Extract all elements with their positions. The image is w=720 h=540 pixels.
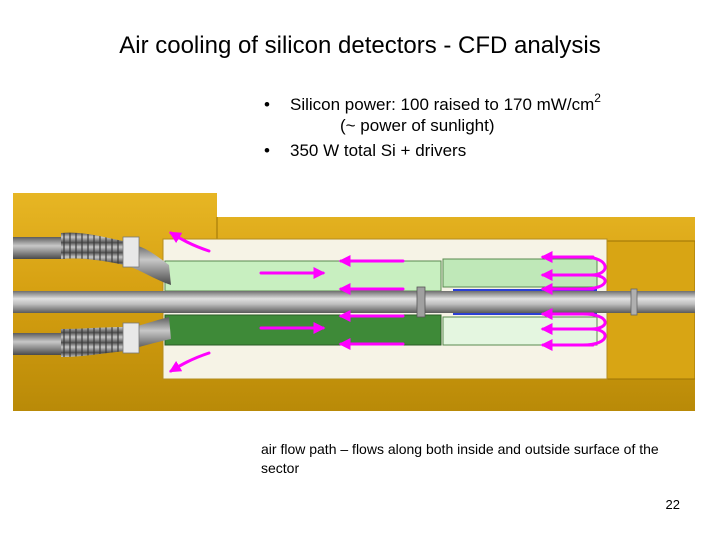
beam-pipe bbox=[13, 291, 695, 313]
page-number: 22 bbox=[665, 497, 680, 512]
flow-turnaround-upper bbox=[581, 255, 607, 291]
flow-turnaround-lower bbox=[581, 312, 607, 347]
connector-upper bbox=[122, 236, 140, 268]
bullet-marker: • bbox=[264, 95, 270, 114]
sector-lower-left bbox=[164, 314, 442, 346]
sector-upper-left bbox=[164, 260, 442, 292]
bullet-text: 350 W total Si + drivers bbox=[290, 141, 467, 160]
bullet-subtext: (~ power of sunlight) bbox=[340, 116, 495, 135]
corrugated-hose-upper bbox=[61, 232, 125, 265]
bullet-marker: • bbox=[264, 141, 270, 160]
beam-pipe-flange bbox=[416, 286, 426, 318]
cfd-airflow-diagram bbox=[13, 193, 695, 411]
bullet-item-total-power: • 350 W total Si + drivers bbox=[262, 140, 702, 161]
beam-pipe-flange bbox=[630, 288, 638, 316]
sector-lower-right bbox=[442, 316, 598, 346]
figure-caption: air flow path – flows along both inside … bbox=[261, 441, 659, 476]
bullet-text: Silicon power: 100 raised to 170 mW/cm bbox=[290, 95, 595, 114]
cable-bundle-lower bbox=[13, 333, 65, 355]
slide-title: Air cooling of silicon detectors - CFD a… bbox=[119, 32, 601, 59]
flow-arrow-exit-upper bbox=[168, 231, 211, 253]
corrugated-hose-lower bbox=[61, 327, 125, 357]
sector-upper-right bbox=[442, 258, 598, 288]
flow-arrow-exit-lower bbox=[168, 351, 211, 373]
superscript: 2 bbox=[594, 91, 601, 106]
bullet-item-silicon-power: • Silicon power: 100 raised to 170 mW/cm… bbox=[262, 91, 702, 136]
bullet-list: • Silicon power: 100 raised to 170 mW/cm… bbox=[262, 91, 702, 161]
connector-lower bbox=[122, 322, 140, 354]
airflow-arrows bbox=[168, 231, 607, 373]
cable-bundle-upper bbox=[13, 237, 65, 259]
